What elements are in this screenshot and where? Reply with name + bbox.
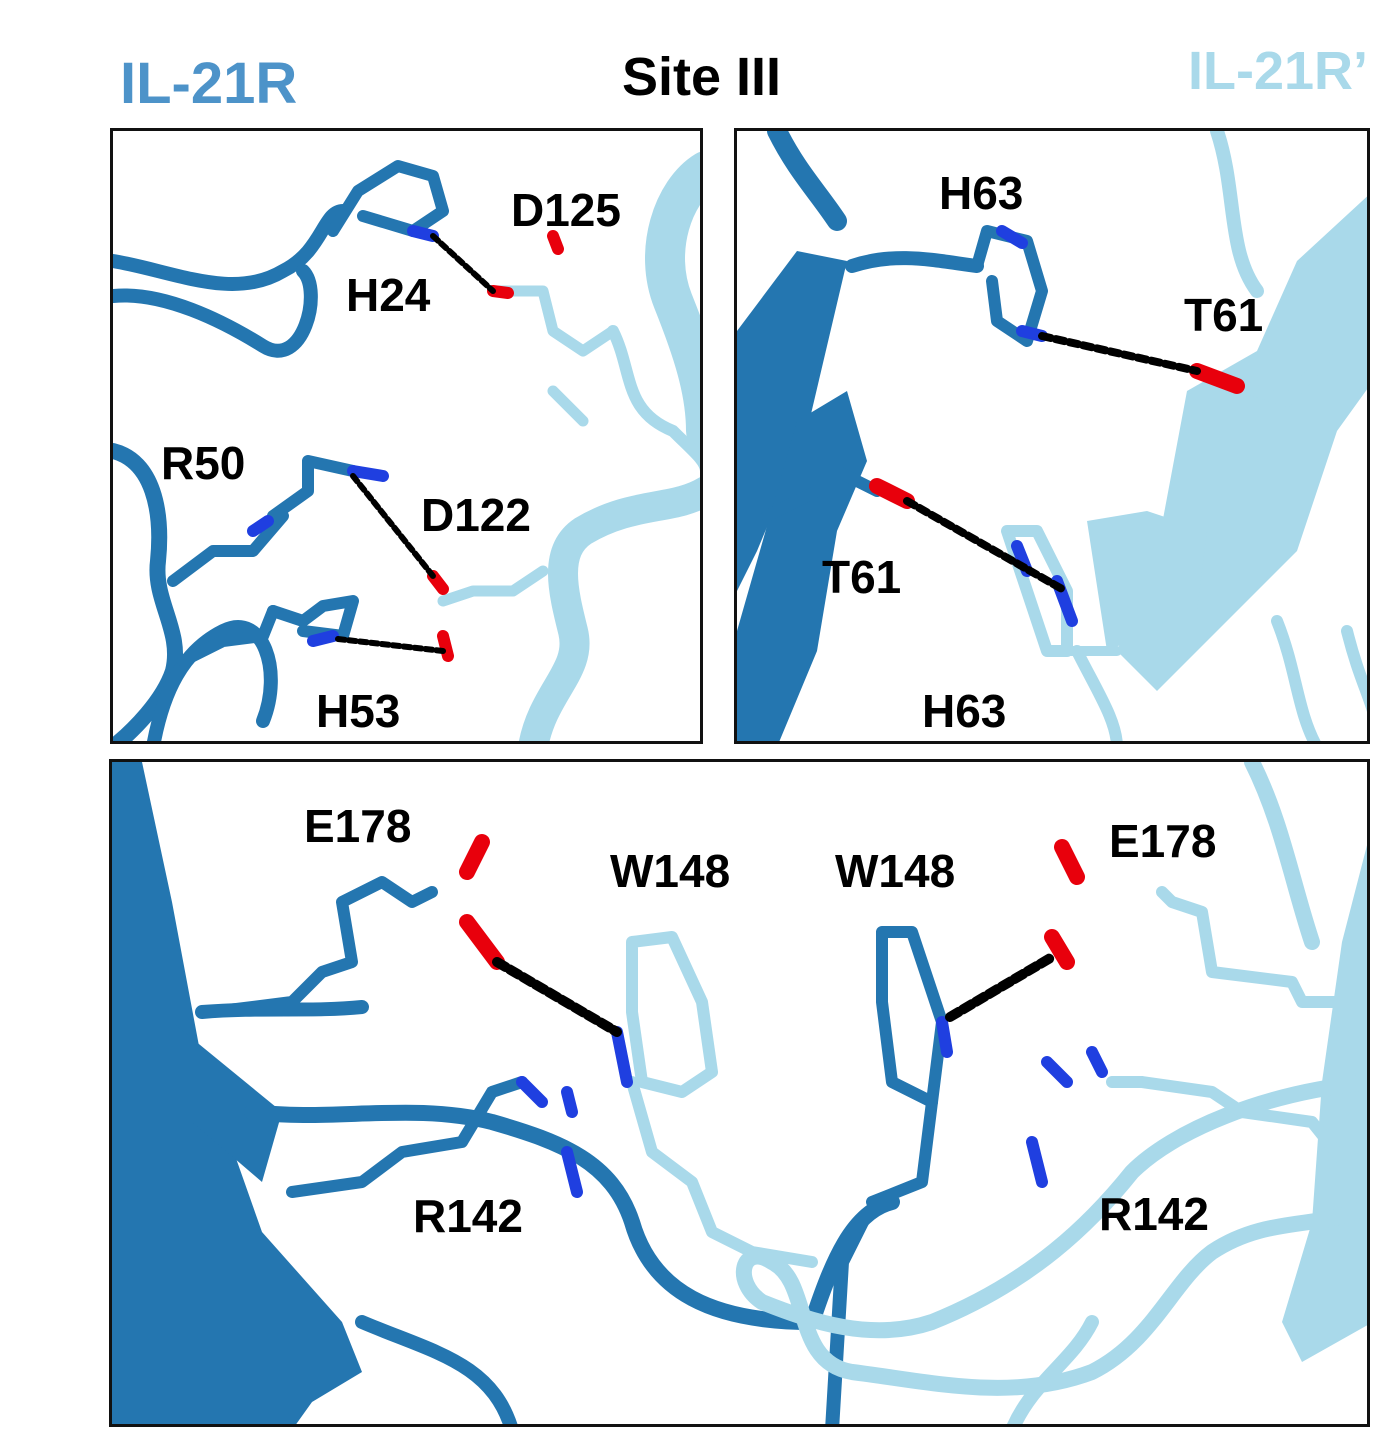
- panel-c-structure: E178 W148 W148 E178 R142 R142: [112, 762, 1367, 1424]
- il21r-prime-sidechain-stick: [1106, 1076, 1358, 1178]
- il21r-ribbon: [355, 1315, 518, 1424]
- nitrogen-atom: [1086, 1046, 1108, 1078]
- nitrogen-atom: [516, 1076, 548, 1108]
- nitrogen-atom: [561, 1086, 578, 1118]
- il21r-prime-ribbon: [1244, 762, 1320, 950]
- panel-b-structure: H63 T61 T61 H63: [737, 131, 1367, 741]
- oxygen-atom: [1189, 363, 1245, 394]
- residue-label-w148-right: W148: [835, 845, 955, 897]
- il21r-ribbon: [244, 1104, 820, 1330]
- il21r-prime-ribbon: [1210, 131, 1264, 298]
- il21r-prime-beta-sheet: [1282, 845, 1367, 1362]
- il21r-sidechain-stick: [286, 1076, 528, 1198]
- il21r-sidechain-stick: [327, 160, 449, 237]
- il21r-ribbon: [767, 131, 847, 231]
- nitrogen-atom: [307, 630, 339, 647]
- residue-label-h63-bottom: H63: [922, 685, 1006, 737]
- residue-label-r50: R50: [161, 437, 245, 489]
- il21r-ribbon: [113, 443, 184, 741]
- panel-a-structure: H24 D125 R50 D122 H53: [113, 152, 700, 741]
- il21r-prime-ribbon: [1341, 625, 1367, 712]
- il21r-prime-ribbon: [1071, 645, 1123, 741]
- oxygen-atom: [459, 914, 505, 970]
- residue-label-h63-top: H63: [939, 167, 1023, 219]
- residue-label-w148-left: W148: [610, 845, 730, 897]
- oxygen-atom: [437, 630, 454, 662]
- oxygen-atom: [1054, 839, 1085, 885]
- il21r-prime-sidechain-stick: [437, 565, 549, 607]
- nitrogen-atom: [407, 225, 439, 242]
- nitrogen-atom: [247, 515, 274, 537]
- il21r-prime-sidechain-stick: [1221, 350, 1333, 407]
- residue-label-h24: H24: [346, 269, 431, 321]
- oxygen-atom: [869, 478, 915, 509]
- nitrogen-atom: [611, 1026, 633, 1088]
- il21r-beta-sheet: [737, 251, 847, 591]
- residue-label-r142-left: R142: [413, 1190, 523, 1242]
- il21r-prime-sidechain-stick: [626, 1076, 818, 1268]
- residue-label-t61-left: T61: [822, 551, 901, 603]
- residue-label-t61-right: T61: [1184, 289, 1263, 341]
- il21r-prime-ribbon: [736, 1074, 1367, 1396]
- il21r-sidechain-stick: [267, 595, 359, 642]
- residue-label-d122: D122: [421, 489, 531, 541]
- oxygen-atom: [459, 834, 490, 880]
- residue-label-h53: H53: [316, 685, 400, 737]
- nitrogen-atom: [936, 1016, 953, 1058]
- il21r-sidechain-stick: [866, 1096, 938, 1208]
- il21r-chain-label: IL-21R: [120, 51, 298, 116]
- il21r-prime-ribbon: [518, 477, 700, 741]
- residue-label-r142-right: R142: [1099, 1188, 1209, 1240]
- residue-label-e178-left: E178: [304, 800, 411, 852]
- nitrogen-atom: [347, 465, 389, 482]
- il21r-sidechain-stick: [876, 926, 948, 1108]
- nitrogen-atom: [996, 225, 1028, 249]
- site-title: Site III: [622, 47, 782, 107]
- panel-site-a: H24 D125 R50 D122 H53: [110, 128, 703, 744]
- nitrogen-atom: [1041, 1056, 1073, 1088]
- il21r-prime-ribbon: [607, 325, 700, 472]
- il21r-ribbon: [113, 264, 318, 358]
- il21r-prime-chain-label: IL-21R’: [1188, 41, 1369, 101]
- il21r-sidechain-stick: [206, 876, 438, 1018]
- il21r-sidechain-stick: [971, 225, 1048, 347]
- il21r-prime-ribbon: [645, 152, 700, 450]
- hydrogen-bond: [492, 957, 622, 1037]
- il21r-prime-ribbon: [1271, 615, 1321, 741]
- panel-site-b: H63 T61 T61 H63: [734, 128, 1370, 744]
- il21r-prime-beta-sheet: [1087, 511, 1207, 651]
- hydrogen-bond: [945, 952, 1057, 1022]
- il21r-prime-sidechain-stick: [547, 385, 589, 427]
- hydrogen-bond: [903, 497, 1066, 593]
- il21r-prime-sidechain-stick: [1156, 886, 1367, 1008]
- il21r-prime-sidechain-stick: [626, 931, 718, 1098]
- nitrogen-atom: [561, 1146, 583, 1198]
- residue-label-e178-right: E178: [1109, 815, 1216, 867]
- il21r-beta-sheet: [172, 1022, 282, 1182]
- il21r-prime-sidechain-stick: [487, 285, 619, 357]
- hydrogen-bond: [430, 233, 496, 294]
- panel-site-c: E178 W148 W148 E178 R142 R142: [109, 759, 1370, 1427]
- hydrogen-bond: [350, 473, 436, 579]
- hydrogen-bond: [335, 636, 446, 654]
- il21r-sidechain-stick: [761, 465, 883, 522]
- residue-label-d125: D125: [511, 184, 621, 236]
- il21r-ribbon: [804, 1194, 900, 1330]
- nitrogen-atom: [1026, 1136, 1048, 1188]
- oxygen-atom: [1044, 929, 1075, 970]
- il21r-sidechain-stick: [177, 605, 279, 667]
- il21r-ribbon: [147, 620, 278, 741]
- il21r-prime-ribbon: [1007, 1315, 1099, 1424]
- il21r-sidechain-stick: [167, 510, 289, 587]
- oxygen-atom: [547, 230, 564, 255]
- hydrogen-bond: [1038, 332, 1201, 375]
- il21r-ribbon: [845, 251, 984, 273]
- il21r-sidechain-stick: [267, 455, 359, 522]
- il21r-ribbon: [113, 204, 350, 291]
- il21r-beta-sheet: [112, 762, 362, 1424]
